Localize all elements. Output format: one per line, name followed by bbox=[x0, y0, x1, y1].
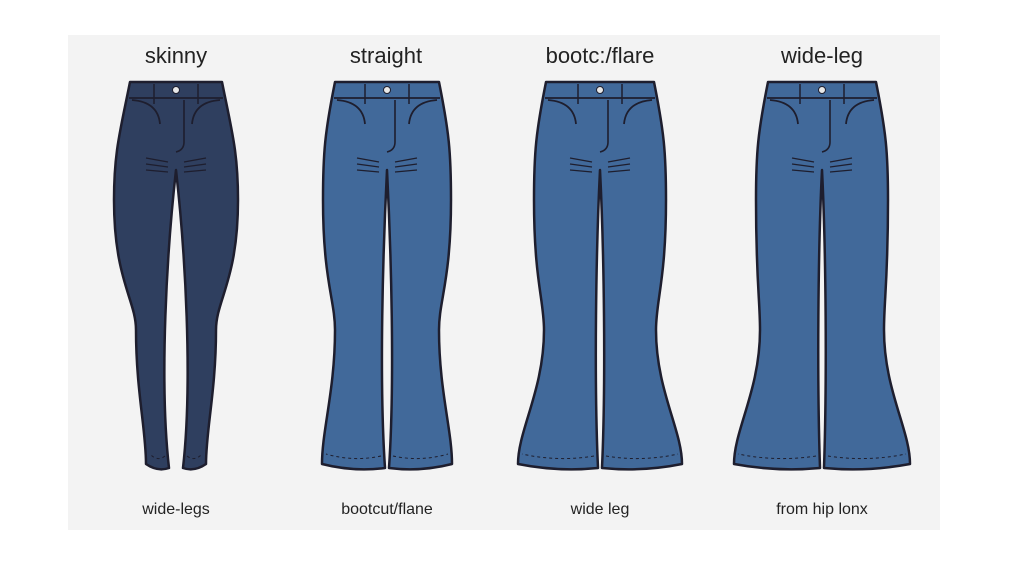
hem-stitch bbox=[605, 453, 679, 460]
jeans-3 bbox=[516, 80, 684, 471]
jeans-4 bbox=[732, 80, 912, 471]
hem-stitch bbox=[149, 453, 166, 460]
jeans-2 bbox=[320, 80, 454, 471]
crease-line bbox=[607, 163, 631, 168]
pocket-line bbox=[769, 99, 799, 125]
crease-line bbox=[183, 163, 207, 168]
hem-stitch bbox=[325, 453, 382, 460]
pocket-line bbox=[131, 99, 161, 125]
crease-line bbox=[829, 169, 853, 173]
crease-line bbox=[356, 169, 380, 173]
title-bootcut-flare: bootc:/flare bbox=[545, 43, 655, 68]
crease-line bbox=[183, 157, 207, 163]
pocket-line bbox=[408, 99, 438, 125]
crease-line bbox=[356, 163, 380, 168]
pocket-line bbox=[336, 99, 366, 125]
crease-line bbox=[394, 169, 418, 173]
crease-line bbox=[394, 163, 418, 168]
caption-3: wide leg bbox=[570, 501, 630, 518]
fly-stitch bbox=[821, 100, 831, 153]
title-skinny: skinny bbox=[144, 43, 208, 68]
crease-line bbox=[183, 169, 207, 173]
pocket-line bbox=[623, 99, 653, 125]
crease-line bbox=[791, 157, 815, 163]
crease-line bbox=[569, 169, 593, 173]
button-icon bbox=[172, 86, 180, 94]
crease-line bbox=[569, 163, 593, 168]
pocket-line bbox=[191, 99, 221, 125]
crease-line bbox=[145, 169, 169, 173]
hem-stitch bbox=[521, 453, 595, 460]
crease-line bbox=[791, 169, 815, 173]
caption-4: from hip lonx bbox=[776, 501, 868, 518]
jeans-1 bbox=[112, 80, 240, 471]
pocket-line bbox=[845, 99, 875, 125]
title-straight: straight bbox=[349, 43, 423, 68]
hem-stitch bbox=[737, 453, 817, 460]
crease-line bbox=[607, 157, 631, 163]
crease-line bbox=[356, 157, 380, 163]
crease-line bbox=[791, 163, 815, 168]
fly-stitch bbox=[175, 100, 185, 153]
title-wide-leg: wide-leg bbox=[781, 43, 863, 68]
button-icon bbox=[383, 86, 391, 94]
button-icon bbox=[596, 86, 604, 94]
button-icon bbox=[818, 86, 826, 94]
fly-stitch bbox=[386, 100, 396, 153]
caption-1: wide-legs bbox=[142, 501, 210, 518]
pocket-line bbox=[547, 99, 577, 125]
crease-line bbox=[145, 163, 169, 168]
hem-stitch bbox=[186, 453, 203, 460]
crease-line bbox=[829, 163, 853, 168]
fly-stitch bbox=[599, 100, 609, 153]
crease-line bbox=[569, 157, 593, 163]
caption-2: bootcut/flane bbox=[341, 501, 433, 518]
crease-line bbox=[607, 169, 631, 173]
hem-stitch bbox=[827, 453, 907, 460]
crease-line bbox=[394, 157, 418, 163]
hem-stitch bbox=[392, 453, 449, 460]
crease-line bbox=[145, 157, 169, 163]
crease-line bbox=[829, 157, 853, 163]
